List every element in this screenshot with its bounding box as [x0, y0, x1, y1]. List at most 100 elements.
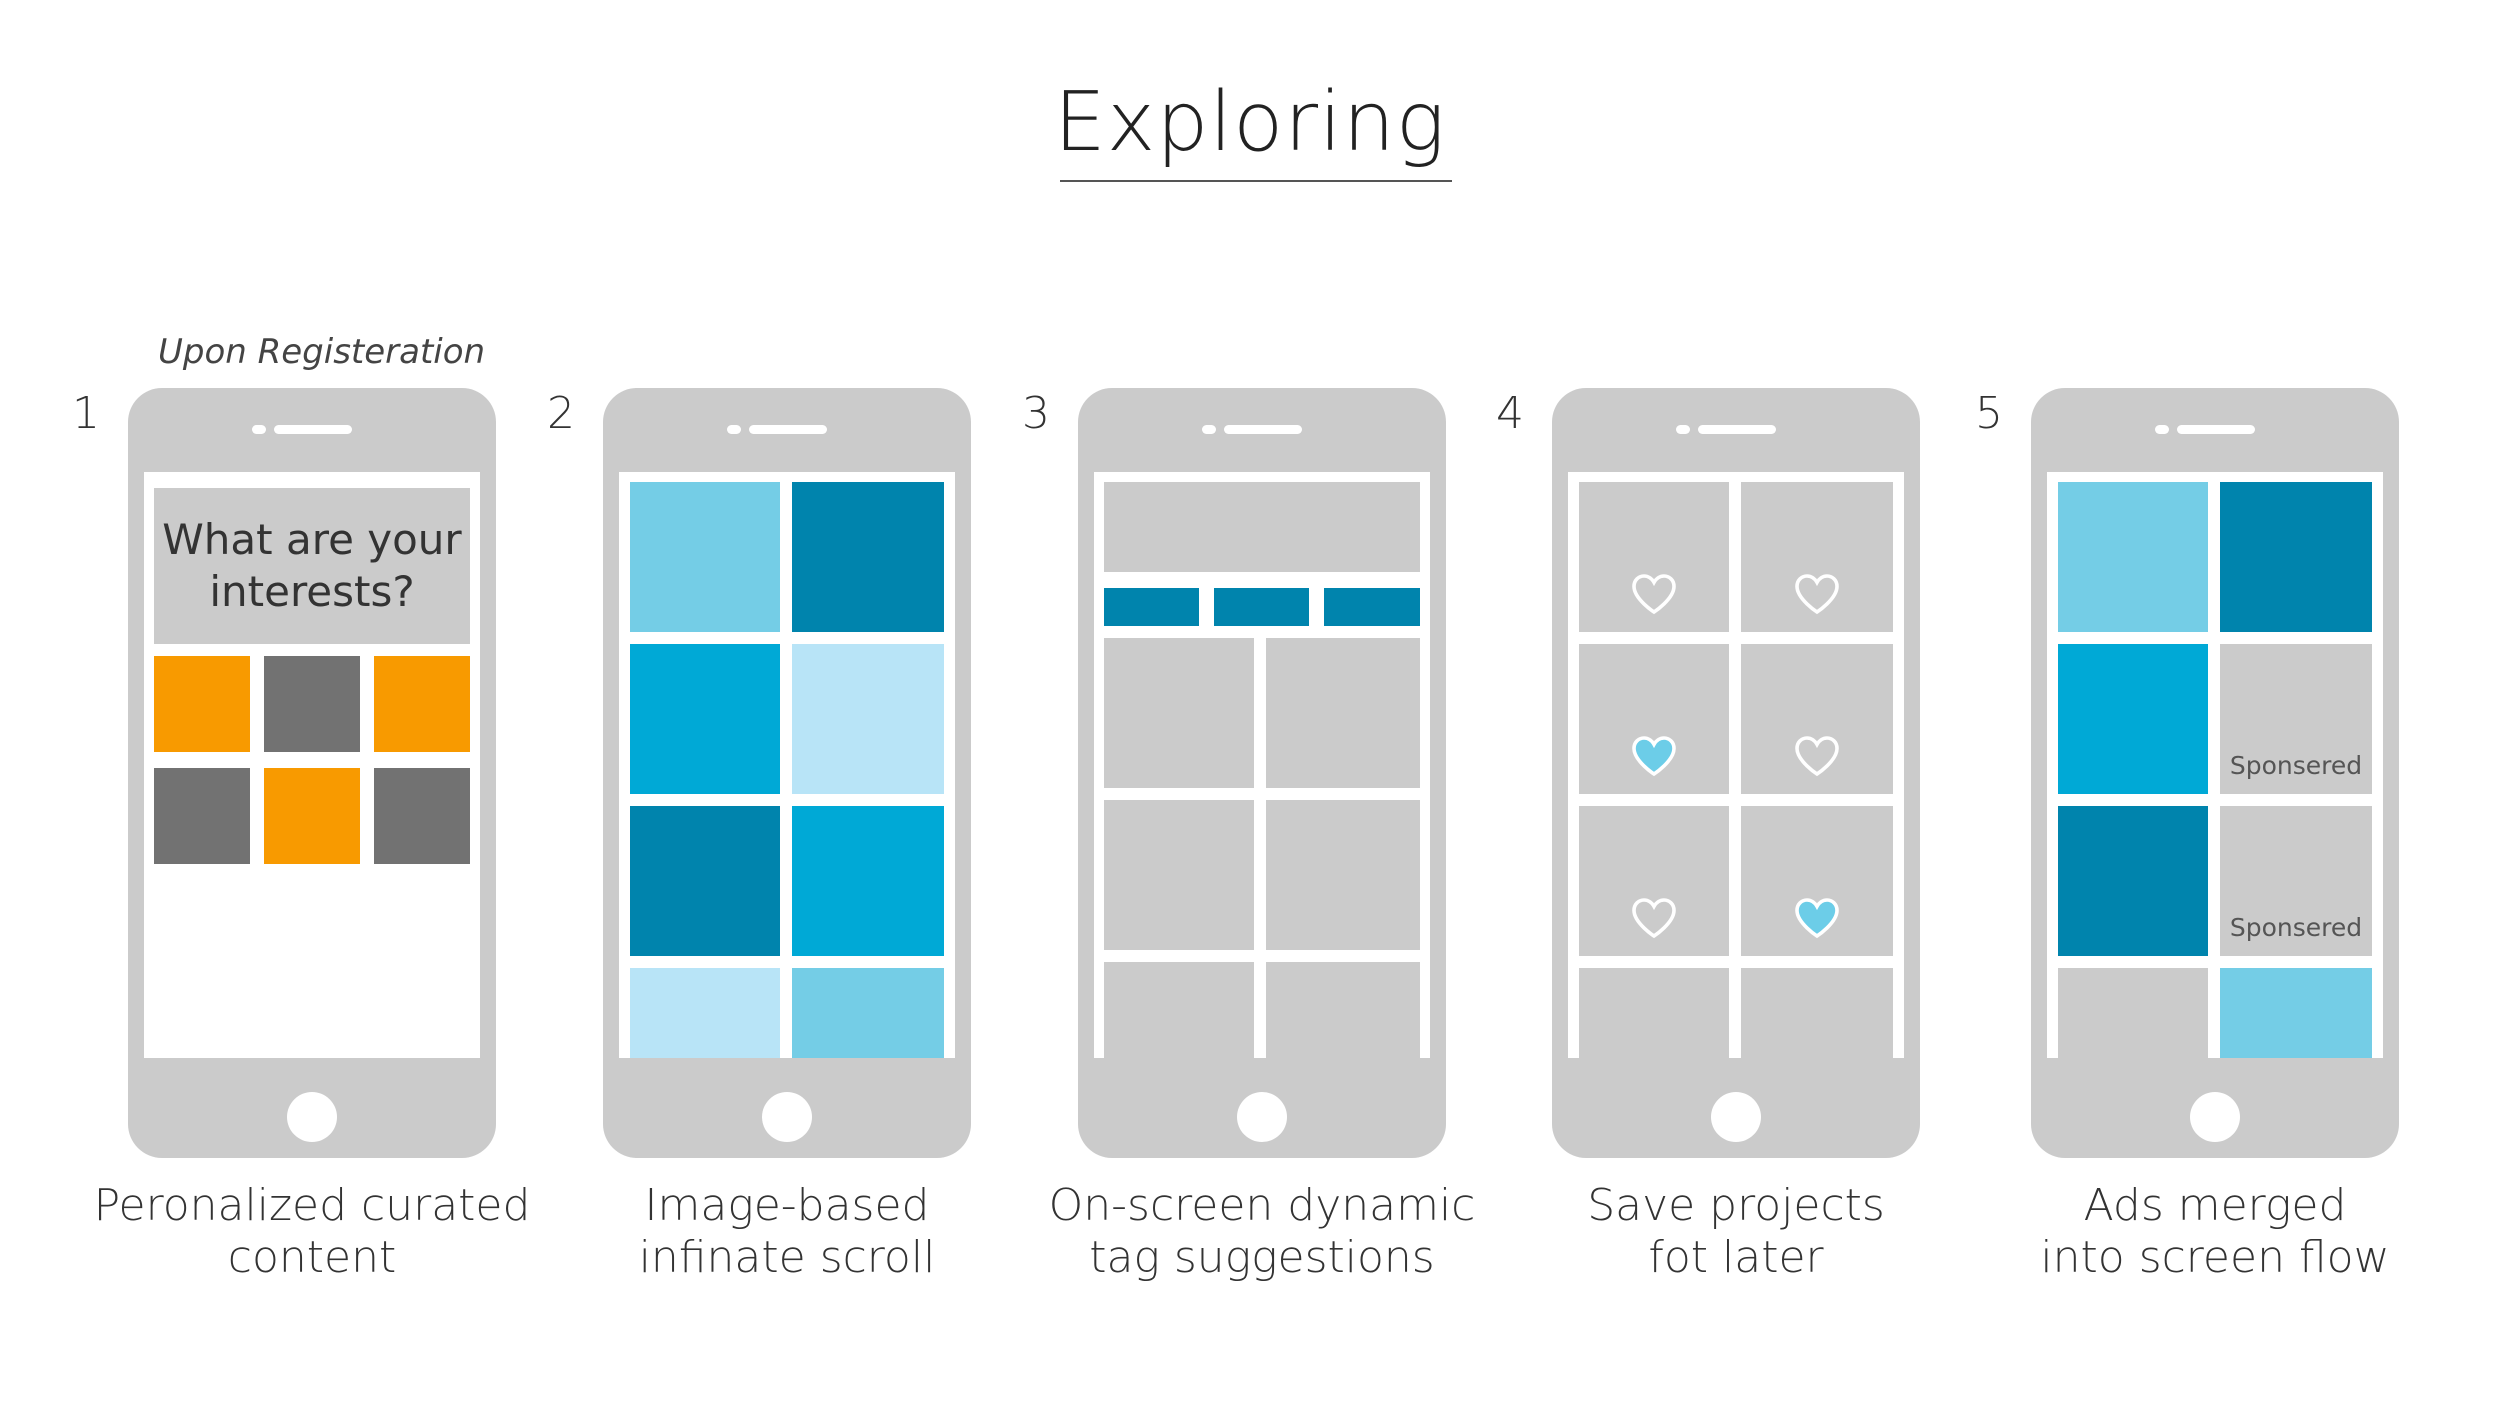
project-tile[interactable] [1741, 968, 1893, 1058]
stage-2: 2 Image-based infinate scroll [547, 388, 971, 1283]
image-tile[interactable] [2058, 644, 2208, 794]
image-tile[interactable] [630, 968, 780, 1058]
phone-mockup [1078, 388, 1446, 1158]
speaker-dot [1676, 425, 1690, 434]
home-button [287, 1092, 337, 1142]
image-tile[interactable] [2058, 806, 2208, 956]
phone-screen: Sponsered Sponsered [2047, 472, 2383, 1058]
tag-chip[interactable] [1214, 588, 1309, 626]
caption-line: Image-based [644, 1180, 930, 1231]
interest-tile[interactable] [154, 768, 250, 864]
content-tile[interactable] [1266, 962, 1420, 1058]
project-tile[interactable] [1741, 644, 1893, 794]
interest-tile[interactable] [154, 656, 250, 752]
phone-screen [1094, 472, 1430, 1058]
image-tile[interactable] [2058, 968, 2208, 1058]
phone-mockup: What are your interests? [128, 388, 496, 1158]
page-title: Exploring [1053, 75, 1446, 170]
stage-3: 3 On-screen dynamic tag suggestions [1022, 388, 1475, 1283]
content-tile[interactable] [1104, 962, 1254, 1058]
image-tile[interactable] [2220, 482, 2372, 632]
stage-1: 1 What are your interests? Peronalized c… [72, 388, 530, 1283]
project-tile[interactable] [1579, 806, 1729, 956]
stage-5: 5 Sponsered Sponsered Ads merged into sc… [1975, 388, 2399, 1283]
phone-mockup [603, 388, 971, 1158]
caption-line: into screen flow [2040, 1232, 2390, 1283]
caption-line: Peronalized curated [93, 1180, 531, 1231]
stage-caption: Image-based infinate scroll [543, 1180, 1031, 1284]
project-tile[interactable] [1579, 644, 1729, 794]
heart-filled-icon[interactable] [1630, 734, 1678, 778]
tag-chip[interactable] [1104, 588, 1199, 626]
caption-line: On-screen dynamic [1048, 1180, 1476, 1231]
title-underline [1060, 180, 1452, 182]
interest-tile[interactable] [374, 768, 470, 864]
image-tile[interactable] [630, 482, 780, 632]
phone-screen: What are your interests? [144, 472, 480, 1058]
phone-mockup: Sponsered Sponsered [2031, 388, 2399, 1158]
project-tile[interactable] [1579, 968, 1729, 1058]
tag-chip[interactable] [1324, 588, 1420, 626]
phone-mockup [1552, 388, 1920, 1158]
stage-number: 2 [547, 388, 575, 439]
speaker-bar [2177, 425, 2255, 434]
speaker-bar [749, 425, 827, 434]
image-tile[interactable] [2058, 482, 2208, 632]
interest-tile[interactable] [264, 768, 360, 864]
image-tile[interactable] [792, 806, 944, 956]
stage-caption: On-screen dynamic tag suggestions [1018, 1180, 1506, 1284]
image-tile[interactable] [630, 644, 780, 794]
stage-caption: Ads merged into screen flow [1971, 1180, 2459, 1284]
speaker-bar [274, 425, 352, 434]
stage-caption: Peronalized curated content [68, 1180, 556, 1284]
caption-line: content [227, 1232, 397, 1283]
content-tile[interactable] [1104, 800, 1254, 950]
image-tile[interactable] [630, 806, 780, 956]
speaker-bar [1224, 425, 1302, 434]
project-tile[interactable] [1579, 482, 1729, 632]
caption-line: Ads merged [2083, 1180, 2347, 1231]
caption-line: tag suggestions [1089, 1232, 1435, 1283]
project-tile[interactable] [1741, 482, 1893, 632]
phone-screen [619, 472, 955, 1058]
speaker-dot [2155, 425, 2169, 434]
stage-number: 4 [1496, 388, 1524, 439]
stage-number: 1 [72, 388, 100, 439]
image-tile[interactable] [792, 644, 944, 794]
phone-screen [1568, 472, 1904, 1058]
speaker-dot [252, 425, 266, 434]
speaker-dot [1202, 425, 1216, 434]
image-tile[interactable] [2220, 968, 2372, 1058]
registration-note: Upon Registeration [158, 332, 486, 372]
heart-outline-icon[interactable] [1630, 572, 1678, 616]
heart-outline-icon[interactable] [1793, 734, 1841, 778]
content-tile[interactable] [1104, 638, 1254, 788]
stage-number: 3 [1022, 388, 1050, 439]
sponsored-label: Sponsered [2229, 913, 2363, 942]
sponsored-tile[interactable]: Sponsered [2220, 644, 2372, 794]
speaker-dot [727, 425, 741, 434]
image-tile[interactable] [792, 968, 944, 1058]
content-tile[interactable] [1266, 800, 1420, 950]
stage-caption: Save projects fot later [1492, 1180, 1980, 1284]
content-tile[interactable] [1266, 638, 1420, 788]
caption-line: fot later [1648, 1232, 1824, 1283]
interests-prompt: What are your interests? [154, 488, 470, 644]
home-button [762, 1092, 812, 1142]
interest-tile[interactable] [374, 656, 470, 752]
stage-4: 4 Save pro [1496, 388, 1920, 1283]
sponsored-label: Sponsered [2229, 751, 2363, 780]
heart-outline-icon[interactable] [1793, 572, 1841, 616]
caption-line: Save projects [1587, 1180, 1885, 1231]
heart-filled-icon[interactable] [1793, 896, 1841, 940]
caption-line: infinate scroll [638, 1232, 936, 1283]
search-header [1104, 482, 1420, 572]
home-button [2190, 1092, 2240, 1142]
home-button [1711, 1092, 1761, 1142]
sponsored-tile[interactable]: Sponsered [2220, 806, 2372, 956]
image-tile[interactable] [792, 482, 944, 632]
heart-outline-icon[interactable] [1630, 896, 1678, 940]
interest-tile[interactable] [264, 656, 360, 752]
project-tile[interactable] [1741, 806, 1893, 956]
speaker-bar [1698, 425, 1776, 434]
